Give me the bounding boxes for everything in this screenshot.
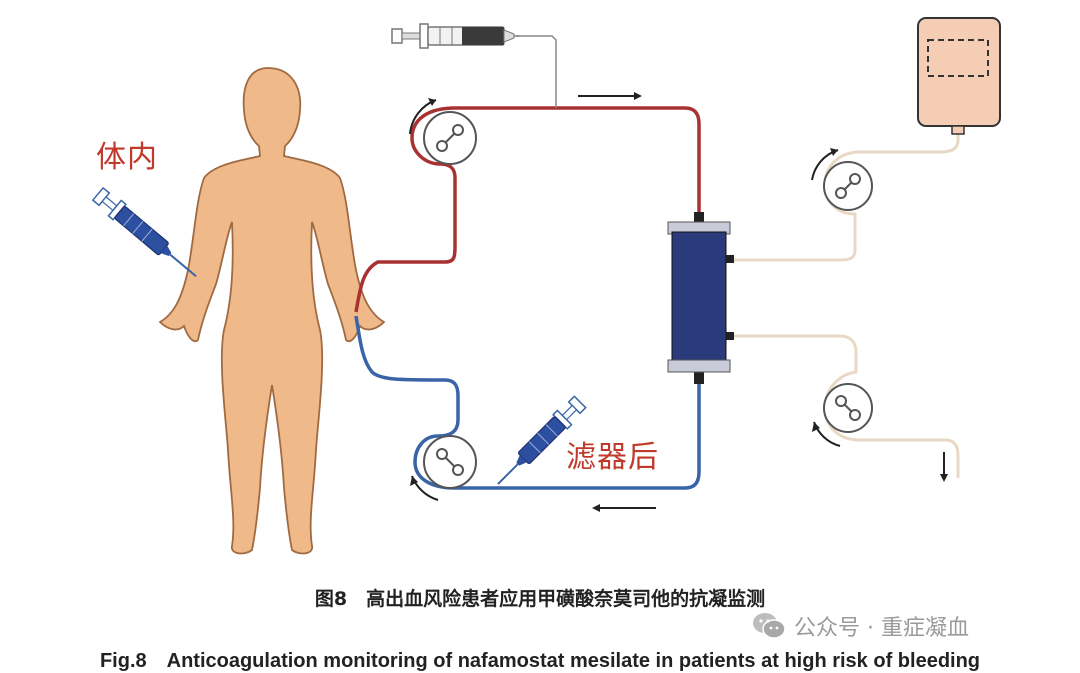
wechat-icon <box>753 613 786 639</box>
label-post-filter: 滤器后 <box>566 440 659 475</box>
human-body-shape <box>158 67 386 555</box>
dialysate-bag-icon <box>917 17 1001 135</box>
filter-top-nozzle <box>694 212 704 224</box>
hemofilter <box>667 212 734 384</box>
watermark-text: 公众号 · 重症凝血 <box>794 616 969 641</box>
caption-chinese: 图8 高出血风险患者应用甲磺酸奈莫司他的抗凝监测 <box>314 588 766 610</box>
pump-dialysate-in <box>811 148 873 211</box>
syringe-pump-icon <box>391 23 557 108</box>
filter-side-port-top <box>726 255 734 263</box>
label-in-body: 体内 <box>96 140 158 175</box>
filter-bottom-nozzle <box>694 372 704 384</box>
caption-english: Fig.8 Anticoagulation monitoring of nafa… <box>99 650 981 672</box>
filter-side-port-bottom <box>726 332 734 340</box>
filter-body <box>671 231 727 363</box>
flow-arrow-top <box>578 92 642 100</box>
syringe-post-filter-icon <box>497 395 587 485</box>
circuit-diagram <box>91 17 1001 555</box>
human-body <box>158 67 386 555</box>
flow-arrow-bottom <box>592 504 656 512</box>
flow-arrow-drain <box>940 452 948 482</box>
pump-venous <box>410 435 477 501</box>
pump-arterial <box>409 98 477 165</box>
pump-dialysate-out <box>812 383 873 447</box>
watermark: 公众号 · 重症凝血 <box>752 610 969 642</box>
filter-bottom-cap <box>667 359 731 373</box>
arterial-line <box>354 106 701 313</box>
syringe-body-sample-icon <box>91 186 197 278</box>
